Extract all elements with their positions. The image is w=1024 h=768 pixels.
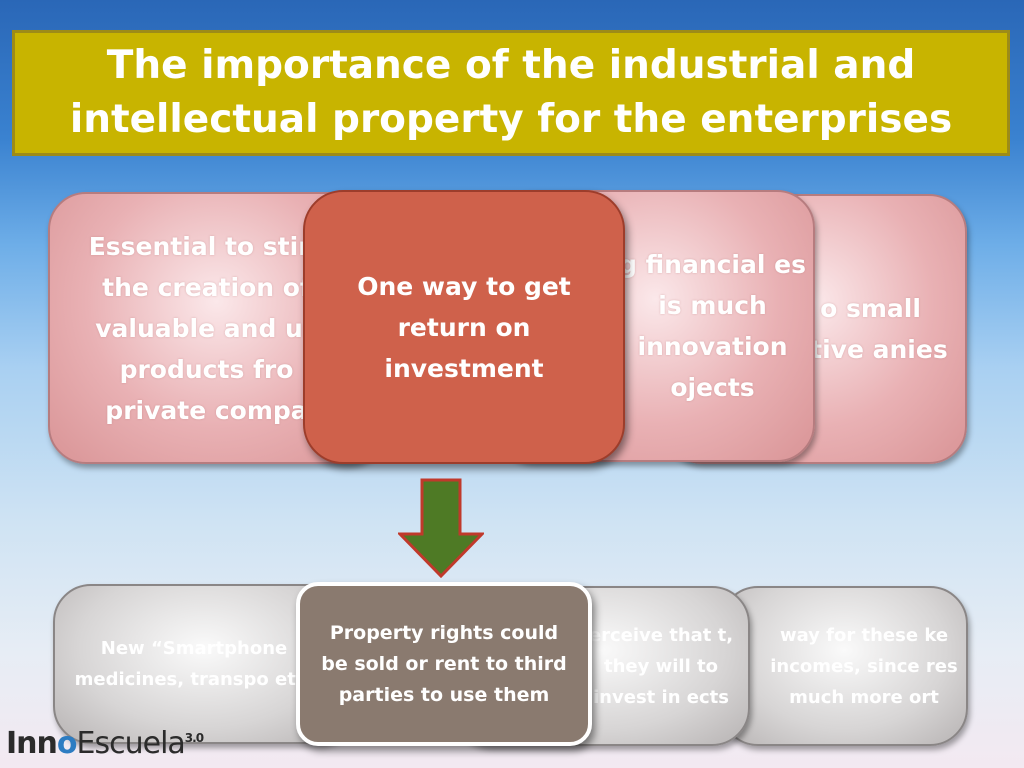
- slide-title: The importance of the industrial and int…: [69, 43, 953, 142]
- title-banner: The importance of the industrial and int…: [12, 30, 1010, 156]
- center-bottom-card: Property rights could be sold or rent to…: [296, 582, 592, 746]
- bottom-card-left-text: New “Smartphone medicines, transpo etc.: [74, 638, 314, 690]
- top-card-right-text: o small ative anies: [793, 294, 948, 364]
- top-card-middle-text: g financial es is much innovation ojects: [619, 250, 806, 402]
- logo: InnoEscuela3.0: [6, 726, 204, 761]
- center-top-text: One way to get return on investment: [357, 271, 571, 383]
- bottom-card-right-text: way for these ke incomes, since res much…: [770, 624, 958, 708]
- center-bottom-text: Property rights could be sold or rent to…: [321, 621, 567, 706]
- bottom-card-middle-text: erceive that t, they will to invest in e…: [588, 624, 734, 708]
- top-card-left-text: Essential to stim the creation of valuab…: [88, 231, 325, 425]
- down-arrow-icon: [398, 478, 484, 578]
- bottom-card-right: way for these ke incomes, since res much…: [720, 586, 968, 746]
- center-top-card: One way to get return on investment: [303, 190, 625, 464]
